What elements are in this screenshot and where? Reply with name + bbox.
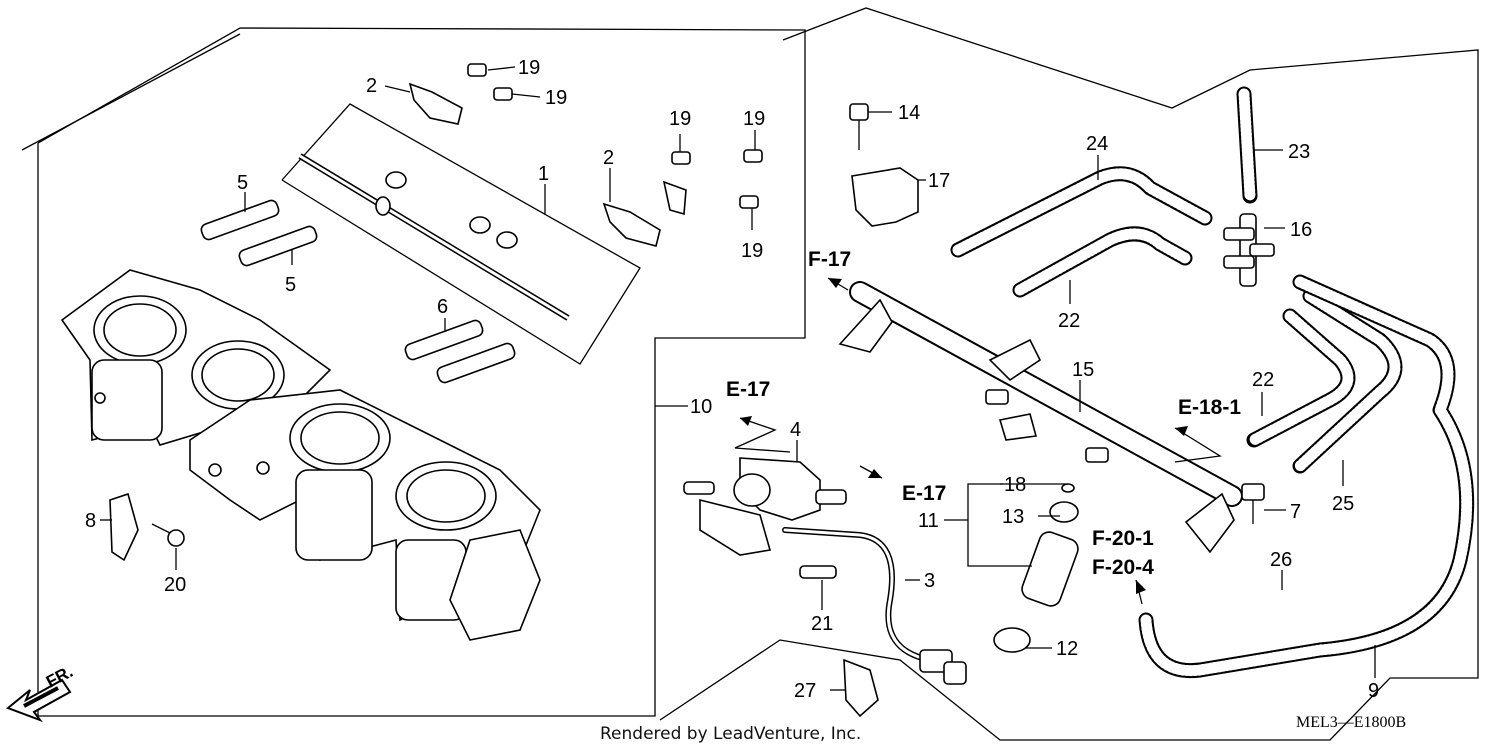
callout-10: 10 bbox=[690, 396, 712, 418]
callout-2-upper: 2 bbox=[366, 75, 377, 97]
callout-20: 20 bbox=[164, 574, 186, 596]
sensor-connector bbox=[919, 649, 967, 685]
sensor-17 bbox=[851, 167, 919, 227]
callout-19-d: 19 bbox=[743, 108, 765, 130]
throttle-body-group-outline bbox=[37, 27, 806, 717]
callout-16: 16 bbox=[1290, 219, 1312, 241]
callout-6: 6 bbox=[437, 296, 448, 318]
reference-arrows bbox=[734, 277, 1222, 605]
callout-22-upper: 22 bbox=[1058, 310, 1080, 332]
injector-assembly bbox=[993, 483, 1079, 653]
callout-26: 26 bbox=[1270, 549, 1292, 571]
bolt-7 bbox=[1241, 483, 1265, 524]
t-joint-16 bbox=[1223, 213, 1275, 287]
callout-25: 25 bbox=[1332, 493, 1354, 515]
ref-f-17: F-17 bbox=[808, 248, 851, 271]
callout-19-a: 19 bbox=[518, 57, 540, 79]
throttle-body-assembly bbox=[60, 269, 541, 641]
callout-5-lower: 5 bbox=[285, 274, 296, 296]
bolt-20 bbox=[151, 523, 185, 547]
ref-f-20-1: F-20-1 bbox=[1092, 527, 1154, 550]
callout-9: 9 bbox=[1368, 680, 1379, 702]
callout-4: 4 bbox=[790, 419, 801, 441]
callout-14: 14 bbox=[898, 102, 920, 124]
throttle-body-group-outline-inner bbox=[21, 33, 241, 151]
hose-22-upper bbox=[1012, 226, 1193, 298]
callout-12: 12 bbox=[1056, 638, 1078, 660]
ref-e-17-lower: E-17 bbox=[902, 482, 946, 505]
callout-22-lower: 22 bbox=[1252, 369, 1274, 391]
shaft-panel-outline bbox=[281, 103, 641, 365]
fuel-rail-group-outline bbox=[659, 7, 1479, 741]
callout-18: 18 bbox=[1004, 474, 1026, 496]
hose-22-lower bbox=[1246, 308, 1356, 448]
diagram-code: MEL3—E1800B bbox=[1296, 714, 1406, 731]
callout-15: 15 bbox=[1072, 359, 1094, 381]
callout-24: 24 bbox=[1086, 133, 1108, 155]
callout-19-e: 19 bbox=[741, 240, 763, 262]
callout-3: 3 bbox=[924, 570, 935, 592]
clip-2-upper bbox=[408, 82, 463, 125]
callout-labels: 1 2 2 3 4 5 5 6 7 8 9 10 11 12 13 14 15 … bbox=[85, 57, 1379, 702]
callout-5-upper: 5 bbox=[237, 172, 248, 194]
callout-1: 1 bbox=[538, 163, 549, 185]
callout-2-lower: 2 bbox=[603, 147, 614, 169]
callout-21: 21 bbox=[811, 613, 833, 635]
hose-24 bbox=[950, 166, 1213, 258]
ref-f-20-4: F-20-4 bbox=[1092, 556, 1154, 579]
callout-17: 17 bbox=[928, 170, 950, 192]
hose-26 bbox=[1138, 274, 1475, 679]
bolt-14 bbox=[849, 103, 869, 150]
reference-labels: F-17 E-17 E-17 E-18-1 F-20-1 F-20-4 bbox=[726, 248, 1241, 579]
callout-19-c: 19 bbox=[669, 108, 691, 130]
clip-8 bbox=[109, 492, 139, 562]
spring-screws-5-6 bbox=[200, 199, 516, 384]
hose-23 bbox=[1236, 86, 1258, 204]
hose-25 bbox=[1292, 288, 1403, 474]
fuel-rail-15 bbox=[838, 281, 1243, 554]
callout-8: 8 bbox=[85, 510, 96, 532]
regulator-assembly bbox=[683, 457, 847, 579]
screws-19 bbox=[467, 63, 763, 209]
callout-11: 11 bbox=[918, 510, 939, 532]
clamp-27 bbox=[843, 658, 879, 718]
callout-13: 13 bbox=[1002, 506, 1024, 528]
clip-2-lower bbox=[602, 180, 687, 247]
leader-lines bbox=[100, 66, 1376, 691]
front-direction-arrow bbox=[6, 678, 72, 723]
ref-e-17-upper: E-17 bbox=[726, 378, 770, 401]
render-credit: Rendered by LeadVenture, Inc. bbox=[600, 724, 861, 744]
callout-27: 27 bbox=[794, 680, 816, 702]
callout-19-b: 19 bbox=[545, 87, 567, 109]
shaft-bushings bbox=[375, 171, 518, 249]
callout-7: 7 bbox=[1290, 501, 1301, 523]
sensor-wire bbox=[782, 527, 933, 663]
ref-e-18-1: E-18-1 bbox=[1178, 396, 1241, 419]
callout-23: 23 bbox=[1288, 141, 1310, 163]
